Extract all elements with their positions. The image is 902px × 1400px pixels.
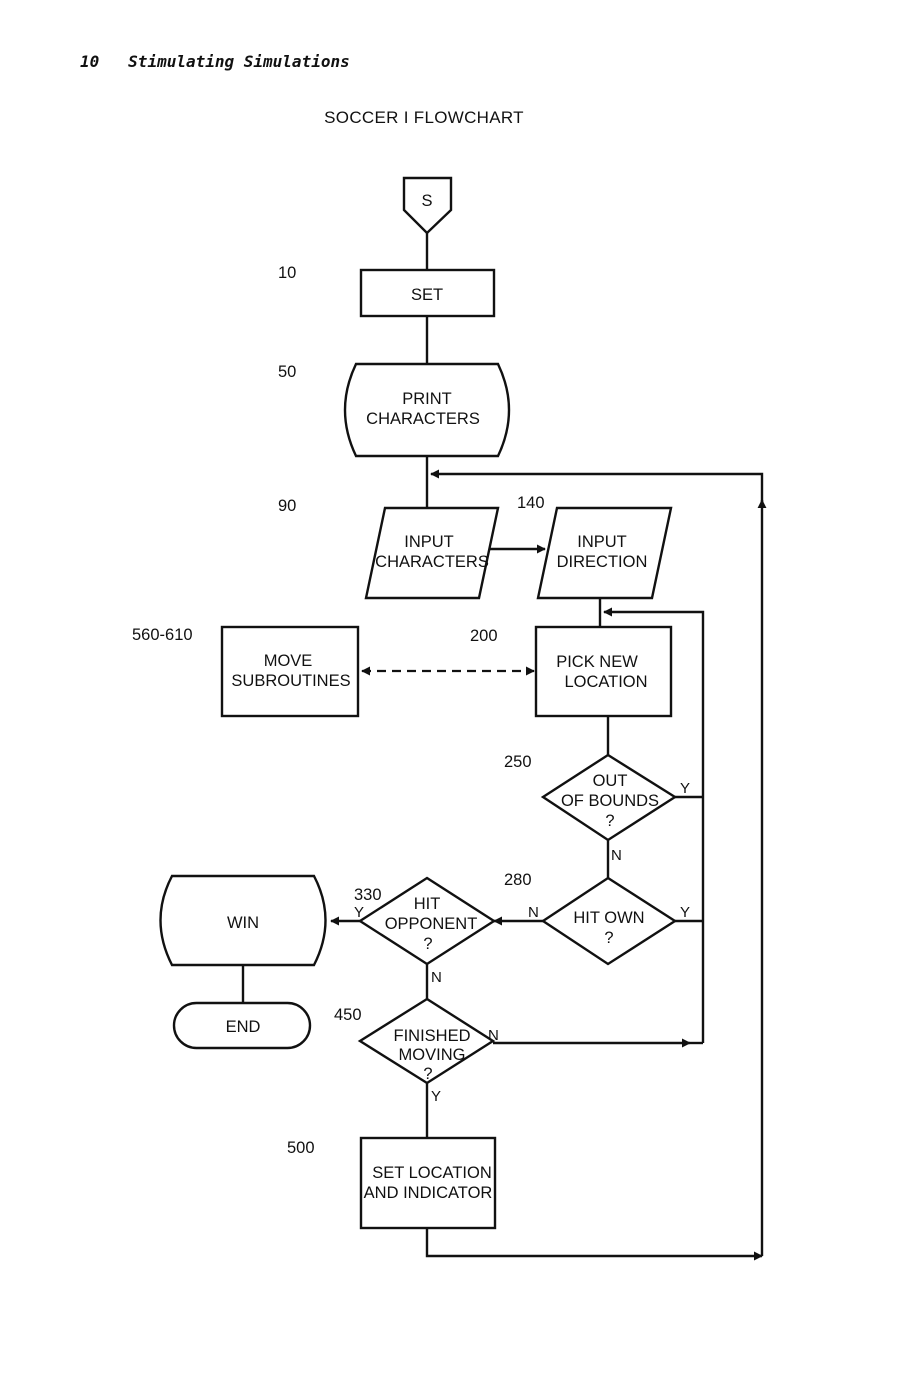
- node-end: END: [172, 1001, 312, 1050]
- print-shape: [343, 362, 511, 458]
- start-shape: [402, 176, 453, 235]
- node-win: WIN: [159, 874, 327, 967]
- node-input-direction: 140 INPUT DIRECTION: [517, 494, 673, 600]
- win-shape: [159, 874, 327, 967]
- node-start: S: [402, 176, 453, 235]
- node-set-location: 500 SET LOCATION AND INDICATOR: [287, 1136, 497, 1230]
- node-out-of-bounds: 250 OUT OF BOUNDS ? Y N: [504, 753, 690, 864]
- input-chars-text-2: CHARACTERS: [375, 553, 489, 571]
- hit-opp-text-2: OPPONENT: [385, 915, 478, 933]
- node-set: 10 SET: [278, 264, 496, 318]
- start-text: S: [421, 192, 432, 210]
- book-title: Stimulating Simulations: [128, 52, 350, 71]
- page-header: 10 Stimulating Simulations: [80, 52, 350, 71]
- input-chars-text-1: INPUT: [404, 533, 454, 551]
- hit-own-text-2: ?: [604, 929, 613, 947]
- input-dir-text-2: DIRECTION: [557, 553, 648, 571]
- input-dir-text-1: INPUT: [577, 533, 627, 551]
- node-pick-location: 200 PICK NEW LOCATION: [470, 625, 673, 718]
- hit-opp-yes-label: Y: [354, 904, 364, 921]
- print-text-2: CHARACTERS: [366, 410, 480, 428]
- input-dir-shape: [536, 506, 673, 600]
- node-move-subroutines: 560-610 MOVE SUBROUTINES: [132, 625, 360, 718]
- finished-yes-label: Y: [431, 1088, 441, 1105]
- input-chars-line-label: 90: [278, 497, 296, 515]
- out-bounds-yes-label: Y: [680, 780, 690, 797]
- win-text: WIN: [227, 914, 259, 932]
- print-line-label: 50: [278, 363, 296, 381]
- move-subs-text-2: SUBROUTINES: [231, 672, 350, 690]
- connector-outer-loop-top: [430, 469, 764, 502]
- node-input-characters: 90 INPUT CHARACTERS: [278, 497, 500, 600]
- finished-line-label: 450: [334, 1006, 362, 1024]
- hit-opp-shape: [357, 876, 497, 966]
- set-loc-text-2: AND INDICATOR: [364, 1184, 493, 1202]
- end-text: END: [226, 1018, 261, 1036]
- node-finished-moving: 450 FINISHED MOVING ? N Y: [334, 997, 499, 1105]
- finished-text-3: ?: [423, 1065, 432, 1083]
- move-subs-shape: [220, 625, 360, 718]
- set-loc-shape: [359, 1136, 497, 1230]
- finished-shape: [357, 997, 496, 1085]
- move-subs-text-1: MOVE: [264, 652, 313, 670]
- out-bounds-no-label: N: [611, 847, 622, 864]
- connectors: [241, 233, 767, 1261]
- set-text: SET: [411, 286, 443, 304]
- hit-opp-line-label: 330: [354, 886, 382, 904]
- set-loc-text-1: SET LOCATION: [372, 1164, 492, 1182]
- set-line-label: 10: [278, 264, 296, 282]
- hit-own-line-label: 280: [504, 871, 532, 889]
- set-shape: [359, 268, 496, 318]
- finished-no-label: N: [488, 1027, 499, 1044]
- hit-opp-text-1: HIT: [414, 895, 441, 913]
- hit-own-no-label: N: [528, 904, 539, 921]
- hit-opp-no-label: N: [431, 969, 442, 986]
- connector-setloc-outer: [425, 1228, 763, 1261]
- pick-line-label: 200: [470, 627, 498, 645]
- node-hit-opponent: 330 HIT OPPONENT ? Y N: [354, 876, 497, 986]
- move-subs-line-label: 560-610: [132, 626, 193, 644]
- hit-own-text-1: HIT OWN: [573, 909, 644, 927]
- pick-text-1: PICK NEW: [556, 653, 638, 671]
- finished-text-1: FINISHED: [393, 1027, 470, 1045]
- connector-inner-loop: [603, 607, 705, 1043]
- print-text-1: PRINT: [402, 390, 452, 408]
- input-dir-line-label: 140: [517, 494, 545, 512]
- hit-own-yes-label: Y: [680, 904, 690, 921]
- out-bounds-line-label: 250: [504, 753, 532, 771]
- finished-text-2: MOVING: [399, 1046, 466, 1064]
- out-bounds-text-3: ?: [605, 812, 614, 830]
- hit-opp-text-3: ?: [423, 935, 432, 953]
- node-print: 50 PRINT CHARACTERS: [278, 362, 511, 458]
- out-bounds-shape: [540, 753, 678, 842]
- pick-text-2: LOCATION: [564, 673, 647, 691]
- set-loc-line-label: 500: [287, 1139, 315, 1157]
- out-bounds-text-2: OF BOUNDS: [561, 792, 659, 810]
- page-number: 10: [80, 52, 100, 71]
- pick-shape: [534, 625, 673, 718]
- node-hit-own: 280 HIT OWN ? Y N: [504, 871, 690, 966]
- end-shape: [172, 1001, 312, 1050]
- input-chars-shape: [364, 506, 500, 600]
- chart-title: SOCCER I FLOWCHART: [324, 108, 524, 127]
- out-bounds-text-1: OUT: [593, 772, 628, 790]
- hit-own-shape: [540, 876, 678, 966]
